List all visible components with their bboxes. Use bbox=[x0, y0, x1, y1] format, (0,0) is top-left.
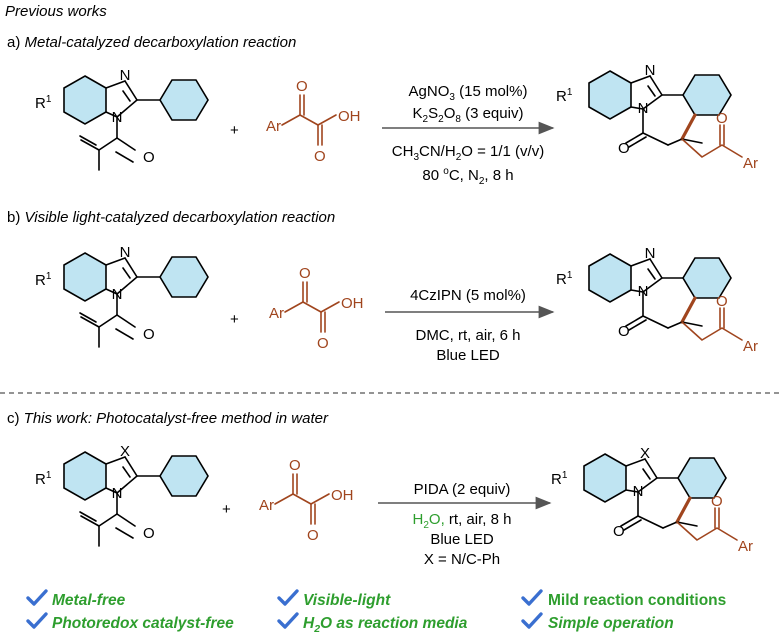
reactant-b: N N O R1 bbox=[35, 244, 209, 348]
check-icon bbox=[277, 612, 299, 629]
atom-n-top-a: N bbox=[120, 67, 131, 84]
section-b-heading: b) Visible light-catalyzed decarboxylati… bbox=[7, 209, 335, 226]
check-icon bbox=[521, 612, 543, 629]
svg-text:O: O bbox=[307, 527, 319, 544]
svg-text:N: N bbox=[633, 483, 644, 500]
conditions-c-line2: H2O, rt, air, 8 h bbox=[413, 511, 512, 531]
check-icon bbox=[521, 589, 543, 606]
conditions-b-line2: DMC, rt, air, 6 h bbox=[415, 327, 520, 344]
feature-h2o-media: H2O as reaction media bbox=[277, 612, 468, 635]
svg-text:N: N bbox=[645, 245, 656, 262]
acid-a: Ar O O OH bbox=[266, 78, 361, 165]
check-icon bbox=[26, 589, 48, 606]
svg-text:OH: OH bbox=[341, 295, 364, 312]
feature-mild: Mild reaction conditions bbox=[521, 589, 726, 609]
svg-text:N: N bbox=[120, 244, 131, 261]
svg-text:Ar: Ar bbox=[743, 338, 758, 355]
svg-text:Ar: Ar bbox=[743, 155, 758, 172]
svg-text:Visible-light: Visible-light bbox=[303, 592, 391, 609]
section-a-heading: a) Metal-catalyzed decarboxylation react… bbox=[7, 34, 296, 51]
acid-oh-a: OH bbox=[338, 108, 361, 125]
svg-text:R1: R1 bbox=[556, 87, 573, 105]
atom-o-a: O bbox=[143, 149, 155, 166]
feature-simple: Simple operation bbox=[521, 612, 674, 632]
svg-text:Ar: Ar bbox=[269, 305, 284, 322]
check-icon bbox=[26, 612, 48, 629]
svg-text:O: O bbox=[143, 525, 155, 542]
svg-text:R1: R1 bbox=[35, 470, 52, 488]
svg-text:N: N bbox=[112, 485, 123, 502]
conditions-b-line3: Blue LED bbox=[436, 347, 500, 364]
svg-text:OH: OH bbox=[331, 487, 354, 504]
conditions-a-line3: CH3CN/H2O = 1/1 (v/v) bbox=[392, 143, 544, 163]
plus-c: + bbox=[222, 501, 231, 518]
svg-text:X: X bbox=[120, 443, 130, 460]
conditions-a-line1: AgNO3 (15 mol%) bbox=[409, 83, 528, 103]
atom-n-bottom-a: N bbox=[112, 109, 123, 126]
svg-text:Mild reaction conditions: Mild reaction conditions bbox=[548, 592, 726, 609]
svg-text:N: N bbox=[645, 62, 656, 79]
svg-text:O: O bbox=[618, 140, 630, 157]
svg-text:N: N bbox=[638, 100, 649, 117]
svg-text:Ar: Ar bbox=[738, 538, 753, 555]
svg-text:O: O bbox=[143, 326, 155, 343]
acid-c: Ar O O OH bbox=[259, 457, 354, 544]
feature-visible-light: Visible-light bbox=[277, 589, 391, 609]
svg-text:O: O bbox=[613, 523, 625, 540]
check-icon bbox=[277, 589, 299, 606]
svg-text:O: O bbox=[716, 293, 728, 310]
svg-text:Photoredox catalyst-free: Photoredox catalyst-free bbox=[52, 615, 234, 632]
previous-works-heading: Previous works bbox=[5, 3, 107, 20]
svg-text:R1: R1 bbox=[35, 271, 52, 289]
svg-text:X: X bbox=[640, 445, 650, 462]
svg-text:Metal-free: Metal-free bbox=[52, 592, 126, 609]
plus-b: + bbox=[230, 311, 239, 328]
acid-b: Ar O O OH bbox=[269, 265, 364, 352]
conditions-a-line4: 80 oC, N2, 8 h bbox=[422, 166, 513, 187]
conditions-b-line1: 4CzIPN (5 mol%) bbox=[410, 287, 526, 304]
svg-text:N: N bbox=[638, 283, 649, 300]
acid-ar-a: Ar bbox=[266, 118, 281, 135]
section-c-heading: c) This work: Photocatalyst-free method … bbox=[7, 410, 329, 427]
svg-text:N: N bbox=[112, 286, 123, 303]
conditions-c-line1: PIDA (2 equiv) bbox=[414, 481, 511, 498]
svg-text:H2O as reaction media: H2O as reaction media bbox=[303, 615, 468, 635]
feature-photoredox-free: Photoredox catalyst-free bbox=[26, 612, 234, 632]
conditions-c-line3: Blue LED bbox=[430, 531, 494, 548]
reactant-a: N N O R1 bbox=[35, 67, 209, 171]
conditions-a-line2: K2S2O8 (3 equiv) bbox=[413, 105, 524, 125]
plus-a: + bbox=[230, 122, 239, 139]
svg-text:O: O bbox=[711, 493, 723, 510]
r1-label-a: R1 bbox=[35, 94, 52, 112]
conditions-c-line4: X = N/C-Ph bbox=[424, 551, 500, 568]
svg-text:O: O bbox=[716, 110, 728, 127]
product-a: N N O O Ar R1 bbox=[556, 62, 758, 172]
feature-metal-free: Metal-free bbox=[26, 589, 126, 609]
svg-text:Ar: Ar bbox=[259, 497, 274, 514]
svg-text:O: O bbox=[289, 457, 301, 474]
reactant-c: X N O R1 bbox=[35, 443, 209, 547]
acid-o1-a: O bbox=[296, 78, 308, 95]
svg-text:O: O bbox=[317, 335, 329, 352]
svg-text:O: O bbox=[299, 265, 311, 282]
svg-text:R1: R1 bbox=[556, 270, 573, 288]
product-c: X N O O Ar R1 bbox=[551, 445, 753, 555]
svg-text:Simple operation: Simple operation bbox=[548, 615, 674, 632]
svg-text:O: O bbox=[618, 323, 630, 340]
product-b: N N O O Ar R1 bbox=[556, 245, 758, 355]
acid-o2-a: O bbox=[314, 148, 326, 165]
svg-text:R1: R1 bbox=[551, 470, 568, 488]
